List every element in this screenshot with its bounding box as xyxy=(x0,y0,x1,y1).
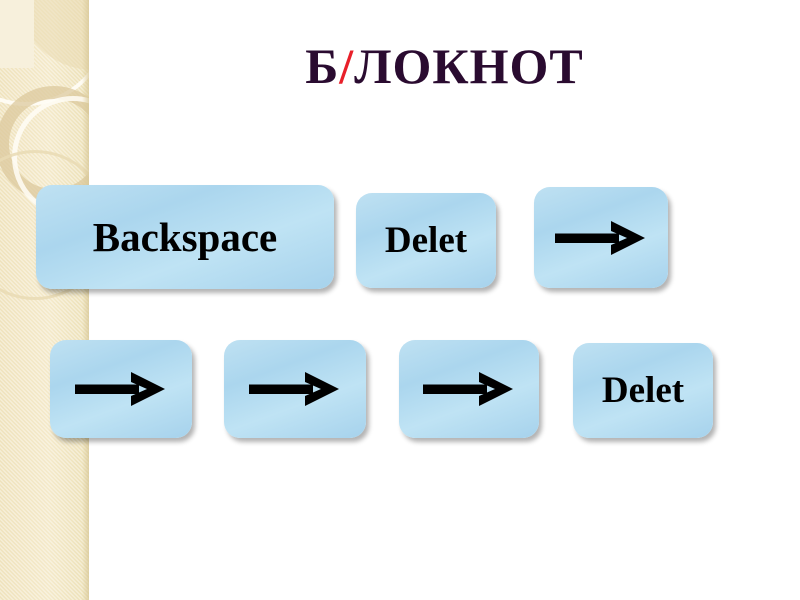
key-delete-1-label: Delet xyxy=(384,220,468,261)
key-delete-2[interactable]: Delet xyxy=(573,343,713,438)
page-title: Б/ЛОКНОТ xyxy=(89,38,800,94)
key-arrow-right-3[interactable] xyxy=(224,340,366,438)
key-arrow-right-4[interactable] xyxy=(399,340,539,438)
decorative-sidebar xyxy=(0,0,89,600)
key-backspace[interactable]: Backspace xyxy=(36,185,334,289)
title-prefix: Б xyxy=(305,38,340,94)
circle-arc-low-icon xyxy=(0,150,89,300)
key-arrow-right-2[interactable] xyxy=(50,340,192,438)
key-arrow-right-1[interactable] xyxy=(534,187,668,288)
arrow-right-icon xyxy=(555,220,645,255)
arrow-right-icon xyxy=(423,372,513,406)
title-suffix: ЛОКНОТ xyxy=(354,38,584,94)
arrow-right-icon xyxy=(249,372,339,406)
key-backspace-label: Backspace xyxy=(92,213,278,260)
sidebar-right-edge xyxy=(82,0,89,600)
title-slash: / xyxy=(339,38,355,94)
key-delete-2-label: Delet xyxy=(601,370,685,411)
key-delete-1[interactable]: Delet xyxy=(356,193,496,288)
arrow-right-icon xyxy=(75,372,165,406)
